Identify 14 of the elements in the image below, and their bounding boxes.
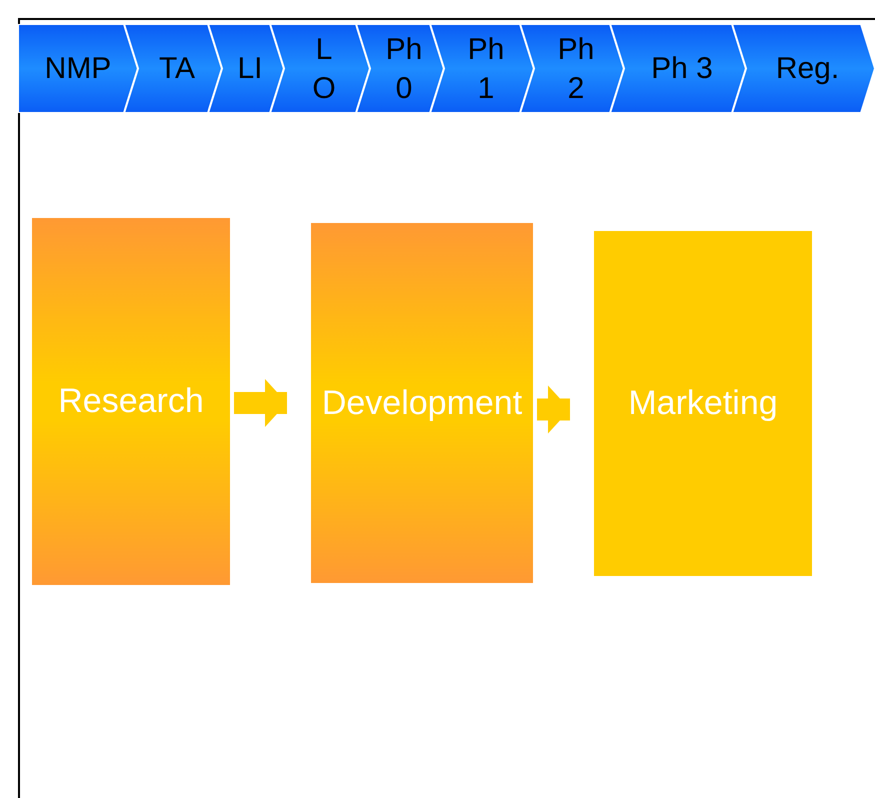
step-label: NMP bbox=[44, 51, 112, 87]
step-label: Ph 1 bbox=[466, 32, 506, 106]
step-label: LO bbox=[311, 32, 337, 106]
step-label: Ph 0 bbox=[384, 32, 424, 106]
block-arrow bbox=[234, 379, 287, 427]
block-arrow bbox=[537, 386, 570, 434]
stage-label: Development bbox=[320, 384, 524, 422]
step-label: Ph 3 bbox=[650, 51, 714, 87]
stage-label: Marketing bbox=[627, 385, 779, 422]
stage-label: Research bbox=[57, 383, 205, 420]
step-label: Ph 2 bbox=[556, 32, 596, 106]
step-label: TA bbox=[158, 51, 196, 87]
step-label: LI bbox=[236, 51, 264, 87]
step-label: Reg. bbox=[774, 51, 840, 87]
